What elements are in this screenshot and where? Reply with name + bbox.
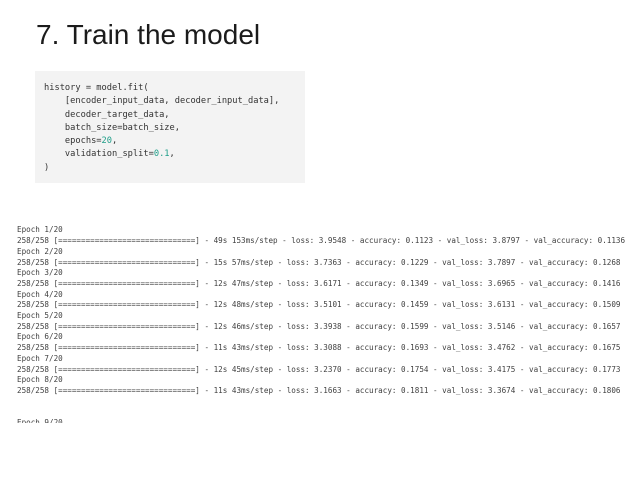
clipped-line: Epoch 9/20 (17, 418, 63, 424)
epoch-header-line: Epoch 4/20 (17, 289, 63, 299)
code-line: ) (44, 162, 50, 173)
epoch-progress-line: 258/258 [==============================]… (17, 364, 621, 374)
epoch-progress-line: 258/258 [==============================]… (17, 385, 621, 395)
epoch-progress-line: 258/258 [==============================]… (17, 257, 621, 267)
code-number-literal: 0.1 (153, 149, 170, 160)
epoch-header-line: Epoch 8/20 (17, 375, 63, 385)
epoch-progress-line: 258/258 [==============================]… (17, 300, 621, 310)
code-number-literal: 20 (101, 136, 113, 147)
code-line: epochs=20, (44, 136, 118, 147)
epoch-progress-line: 258/258 [==============================]… (17, 278, 621, 288)
epoch-header-line: Epoch 3/20 (17, 268, 63, 278)
epoch-progress-line: 258/258 [==============================]… (17, 321, 621, 331)
code-block: history = model.fit( [encoder_input_data… (35, 71, 305, 183)
code-line: validation_split=0.1, (44, 149, 175, 160)
epoch-progress-line: 258/258 [==============================]… (17, 343, 621, 353)
code-line: decoder_target_data, (44, 109, 170, 120)
code-line: [encoder_input_data, decoder_input_data]… (44, 96, 280, 107)
slide-title: 7. Train the model (36, 19, 261, 50)
epoch-header-line: Epoch 6/20 (17, 332, 63, 342)
epoch-header-line: Epoch 1/20 (17, 225, 63, 235)
code-line: history = model.fit( (44, 83, 149, 93)
epoch-progress-line: 258/258 [==============================]… (17, 236, 626, 246)
code-block-pre: history = model.fit( [encoder_input_data… (35, 71, 305, 175)
epoch-header-line: Epoch 2/20 (17, 246, 63, 256)
code-line: batch_size=batch_size, (44, 122, 180, 133)
epoch-header-line: Epoch 5/20 (17, 311, 63, 321)
epoch-header-line: Epoch 7/20 (17, 353, 63, 363)
